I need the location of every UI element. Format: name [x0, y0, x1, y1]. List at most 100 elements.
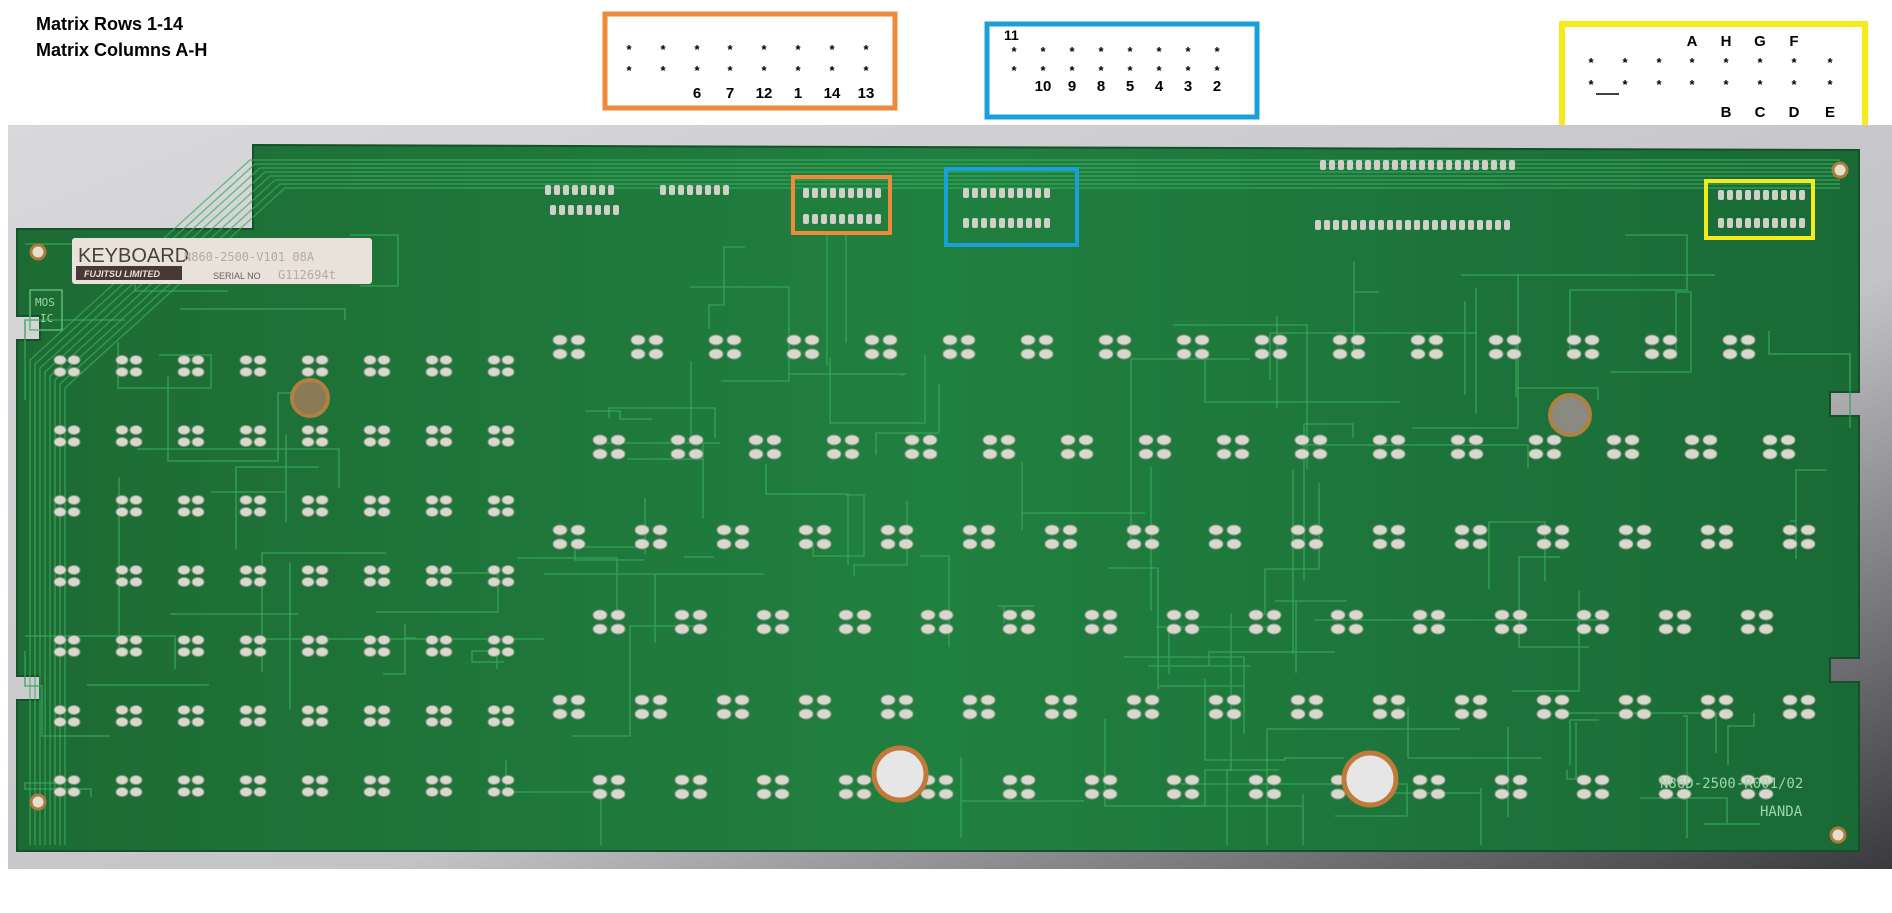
- key-switch-pads: [425, 775, 453, 797]
- key-switch-pads: [826, 434, 860, 460]
- header-pin: [1374, 160, 1380, 170]
- key-switch-pads: [177, 355, 205, 377]
- pcb-trace: [1275, 600, 1347, 673]
- pcb-trace: [1790, 469, 1827, 559]
- pcb-trace: [24, 319, 125, 400]
- header-pin: [972, 188, 978, 198]
- pcb-trace: [1269, 332, 1477, 380]
- pcb-trace: [1569, 719, 1599, 765]
- key-switch-pads: [1044, 524, 1078, 550]
- header-pin: [875, 188, 881, 198]
- pcb-trace: [708, 246, 745, 329]
- sticker-keyboard: KEYBOARD: [78, 245, 189, 267]
- pcb-trace: [1683, 715, 1688, 838]
- header-pin: [1450, 220, 1456, 230]
- pcb-trace: [544, 573, 764, 643]
- key-switch-pads: [1618, 524, 1652, 550]
- pcb-trace: [24, 782, 92, 797]
- mounting-holes: [29, 161, 1849, 844]
- header-pin: [604, 205, 610, 215]
- header-pin: [714, 185, 720, 195]
- key-switch-pads: [487, 705, 515, 727]
- header-pin: [1044, 188, 1050, 198]
- yellow-pin-map: ********A**HB**GC**FD**E: [1588, 33, 1835, 121]
- header-pin: [866, 214, 872, 224]
- header-pin: [1347, 160, 1353, 170]
- pin-marker: *: [1689, 77, 1695, 92]
- key-switch-pads: [1372, 434, 1406, 460]
- orange-connector-highlight: [791, 175, 892, 235]
- header-pin: [1396, 220, 1402, 230]
- pin-marker: *: [1723, 77, 1729, 92]
- pcb-trace: [1302, 444, 1529, 468]
- pin-marker: *: [1156, 63, 1162, 78]
- pin-marker: *: [1827, 55, 1833, 70]
- key-switch-pads: [1290, 524, 1324, 550]
- pcb-trace: [627, 443, 704, 519]
- key-switch-pads: [425, 565, 453, 587]
- pcb-trace: [376, 572, 499, 613]
- key-switch-pads: [239, 565, 267, 587]
- pin-marker: *: [795, 42, 801, 57]
- key-switch-pads: [487, 495, 515, 517]
- pcb-trace: [1640, 797, 1760, 825]
- header-pin: [1799, 190, 1805, 200]
- key-switch-pads: [363, 635, 391, 657]
- silk-part-number: N86D-2500-R001/02: [1660, 776, 1803, 792]
- header-pin: [1736, 218, 1742, 228]
- key-switch-pads: [1618, 694, 1652, 720]
- pcb-trace: [180, 308, 346, 320]
- pin-marker: *: [1214, 44, 1220, 59]
- column-label: C: [1755, 104, 1766, 121]
- pcb-trace: [1148, 651, 1335, 667]
- pcb-trace: [471, 650, 504, 669]
- header-pin: [1008, 188, 1014, 198]
- pin-marker: *: [1588, 77, 1594, 92]
- header-pin: [1763, 190, 1769, 200]
- header-pin: [1324, 220, 1330, 230]
- key-switch-pads: [1138, 434, 1172, 460]
- header-pin: [1772, 190, 1778, 200]
- pin-marker: *: [1098, 44, 1104, 59]
- header-pin: [1035, 218, 1041, 228]
- key-switch-pads: [880, 524, 914, 550]
- pin-marker: *: [1791, 55, 1797, 70]
- header-pin: [1392, 160, 1398, 170]
- header-pin: [687, 185, 693, 195]
- header-pin: [577, 205, 583, 215]
- key-switch-pads: [1450, 434, 1484, 460]
- key-switch-pads: [1248, 774, 1282, 800]
- header-pin: [669, 185, 675, 195]
- header-pin: [1017, 218, 1023, 228]
- header-pin: [1745, 190, 1751, 200]
- key-switch-pads: [1098, 334, 1132, 360]
- key-switch-pads: [115, 495, 143, 517]
- pcb-trace: [235, 466, 319, 549]
- key-switch-pads: [1684, 434, 1718, 460]
- header-pin: [696, 185, 702, 195]
- pin-marker: *: [694, 63, 700, 78]
- header-pin: [1736, 190, 1742, 200]
- header-pin: [1477, 220, 1483, 230]
- key-switch-pads: [487, 425, 515, 447]
- header-pin: [554, 185, 560, 195]
- key-switch-pads: [552, 334, 586, 360]
- header-pin: [875, 214, 881, 224]
- orange-connector-callout: [602, 11, 898, 111]
- key-switch-pads: [301, 635, 329, 657]
- column-label: F: [1789, 33, 1798, 50]
- header-pin: [999, 188, 1005, 198]
- column-label: B: [1721, 104, 1732, 121]
- header-pin: [1509, 160, 1515, 170]
- key-switch-pads: [962, 524, 996, 550]
- header-pin: [1727, 218, 1733, 228]
- pcb-trace: [574, 546, 646, 561]
- key-switch-pads: [1606, 434, 1640, 460]
- pcb-trace: [1727, 713, 1755, 765]
- pcb-trace: [1610, 291, 1692, 373]
- key-switch-pads: [1372, 524, 1406, 550]
- header-pin: [830, 214, 836, 224]
- pcb-trace: [1303, 423, 1354, 580]
- pin-marker: *: [626, 42, 632, 57]
